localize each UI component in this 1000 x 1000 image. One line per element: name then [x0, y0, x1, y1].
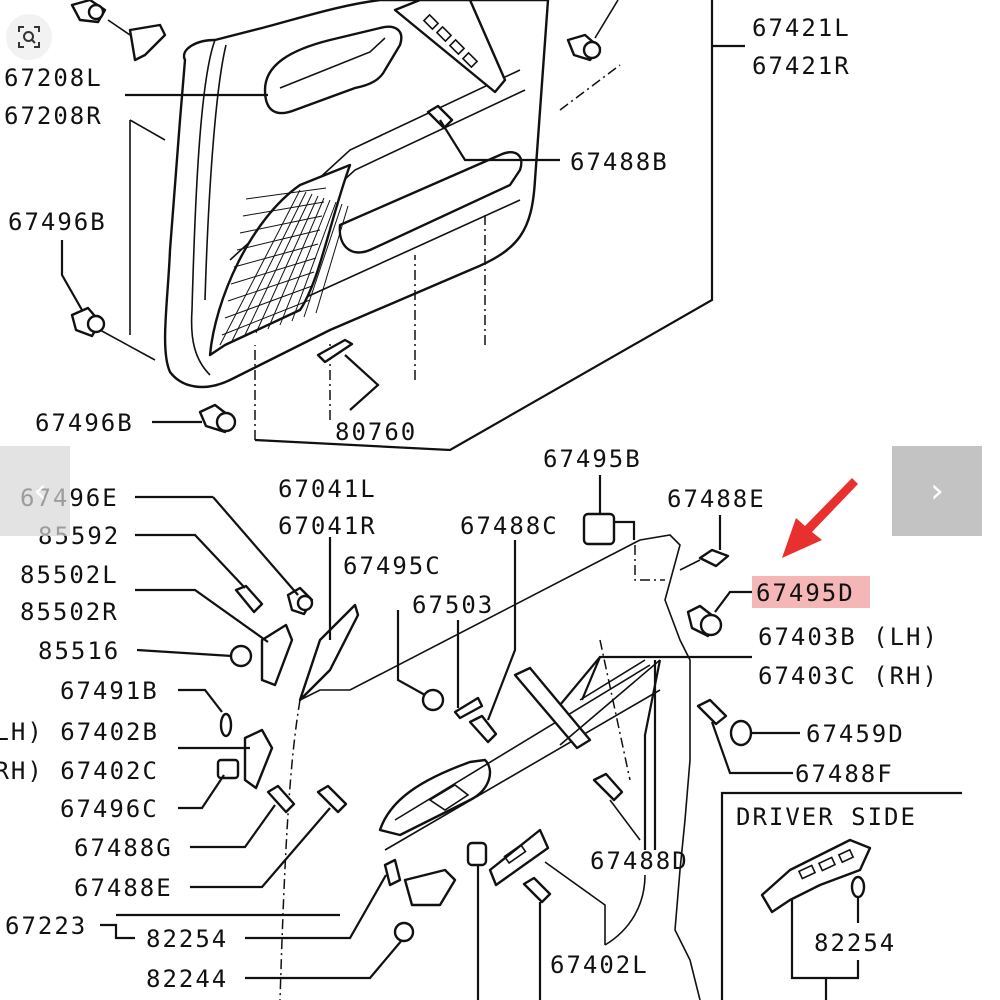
chevron-right-icon: ›	[930, 471, 944, 511]
label-67488C: 67488C	[460, 512, 559, 540]
bracket-85502	[260, 623, 294, 687]
screw-85592	[234, 584, 264, 614]
grille-mesh-line	[291, 201, 337, 322]
screw-67488B	[426, 104, 454, 130]
clip-67496C	[216, 758, 240, 780]
grille-mesh-line	[303, 203, 343, 318]
label-67402C-RH: (RH) 67402C	[0, 757, 159, 785]
driver-side-inset: DRIVER SIDE 82254	[720, 791, 962, 1000]
next-image-button[interactable]: ›	[892, 446, 982, 536]
label-67041L: 67041L	[278, 475, 377, 503]
label-67496C: 67496C	[60, 795, 159, 823]
screw-67488E-right	[698, 548, 730, 568]
clip-82254-left	[383, 858, 402, 887]
label-67488D: 67488D	[590, 847, 689, 875]
label-85502R: 85502R	[20, 598, 119, 626]
grille-mesh-line	[233, 243, 319, 268]
label-67488B: 67488B	[570, 148, 669, 176]
screw-67488G	[266, 784, 296, 814]
label-67402B-LH: (LH) 67402B	[0, 718, 159, 746]
inset-label-82254: 82254	[814, 929, 896, 957]
label-67495C: 67495C	[343, 552, 442, 580]
clip-top-left	[70, 0, 107, 24]
label-67496B-bottom: 67496B	[35, 409, 134, 437]
label-80760: 80760	[335, 418, 417, 446]
label-67459D: 67459D	[806, 720, 905, 748]
label-67495D: 67495D	[756, 579, 855, 607]
label-67208R: 67208R	[4, 102, 103, 130]
screw-67488E-left	[316, 784, 348, 814]
grille-mesh-line	[236, 229, 321, 251]
label-82254-left: 82254	[146, 925, 228, 953]
clip-82244	[393, 921, 415, 943]
lower-door-panel-drawing	[100, 475, 800, 1000]
grille-mesh-line	[242, 201, 325, 217]
screw-67488D	[592, 772, 624, 802]
driver-switch-panel	[760, 838, 872, 914]
bracket-lower-left	[403, 868, 457, 907]
label-67403B-LH: 67403B (LH)	[758, 623, 939, 651]
label-82244: 82244	[146, 965, 228, 993]
label-67491B: 67491B	[60, 677, 159, 705]
grille-mesh-line	[245, 187, 327, 200]
grille-mesh-line	[219, 189, 301, 346]
label-67402L: 67402L	[550, 951, 649, 979]
ring-67459D	[729, 719, 753, 747]
label-67488F: 67488F	[795, 760, 894, 788]
clip-67503	[453, 696, 484, 720]
label-67495B: 67495B	[543, 445, 642, 473]
grille-mesh-line	[221, 299, 311, 336]
knob-85516	[229, 644, 253, 668]
label-67421R: 67421R	[752, 52, 851, 80]
image-search-lens-icon	[18, 26, 40, 48]
bracket-67402B	[243, 728, 274, 790]
clip-67496E	[286, 586, 314, 616]
label-67208L: 67208L	[4, 64, 103, 92]
label-67488E-right: 67488E	[667, 485, 766, 513]
clip-67495D	[686, 604, 723, 638]
label-85516: 85516	[38, 637, 120, 665]
screw-67488F	[696, 698, 728, 726]
previous-image-button[interactable]: ‹	[0, 446, 70, 536]
screw-67488C	[468, 714, 498, 744]
label-67488E-left: 67488E	[74, 874, 173, 902]
grille-mesh-line	[239, 215, 323, 234]
grille-mesh-line	[231, 191, 307, 342]
label-67488G: 67488G	[74, 834, 173, 862]
chevron-left-icon: ‹	[33, 471, 47, 511]
clip-center-lower	[466, 841, 488, 867]
clip-67495B	[582, 512, 616, 546]
clip-80760	[316, 338, 354, 364]
grille-mesh-line	[243, 193, 313, 338]
label-67503: 67503	[412, 591, 494, 619]
image-search-lens-button[interactable]	[6, 14, 52, 60]
red-pointer-arrow-icon	[782, 478, 858, 558]
grille-mesh-line	[315, 205, 349, 314]
label-67421L: 67421L	[752, 14, 851, 42]
label-67041R: 67041R	[278, 512, 377, 540]
grille-mesh-line	[230, 257, 317, 285]
clip-67495C	[421, 688, 445, 712]
clip-67421	[566, 33, 602, 62]
label-67403C-RH: 67403C (RH)	[758, 662, 939, 690]
upper-door-panel-drawing	[60, 0, 745, 452]
grille-mesh-line	[267, 197, 325, 330]
grille-mesh-line	[279, 199, 331, 326]
grille-mesh-line	[224, 285, 313, 319]
ring-67491B	[219, 712, 233, 738]
clip-67496B-bottom	[198, 403, 237, 434]
label-67496B-top: 67496B	[8, 208, 107, 236]
label-85502L: 85502L	[20, 561, 119, 589]
screw-67402L	[522, 876, 552, 904]
label-67223: 67223	[5, 912, 87, 940]
highlight-67495D	[752, 576, 870, 608]
clip-67496B-top	[70, 306, 106, 338]
inset-title: DRIVER SIDE	[736, 803, 917, 831]
bracket-67208	[128, 23, 167, 62]
